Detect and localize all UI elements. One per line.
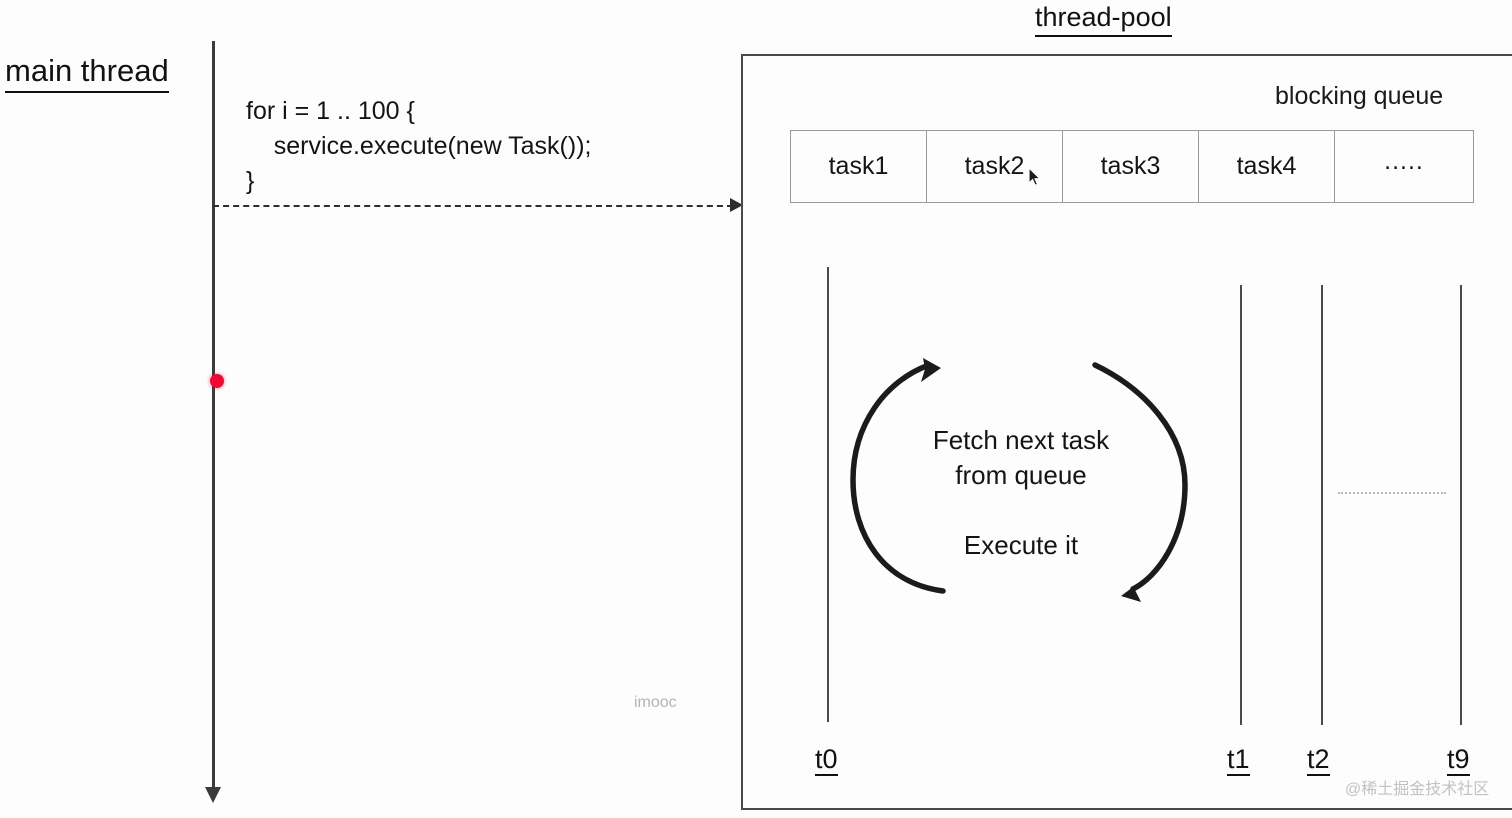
loop-text-execute: Execute it — [963, 530, 1079, 560]
watermark-community: @稀土掘金技术社区 — [1345, 781, 1490, 798]
main-thread-title: main thread — [5, 54, 169, 93]
worker-lifeline-t2 — [1321, 285, 1323, 725]
blocking-queue: task1 task2 task3 task4 ..... — [790, 130, 1474, 203]
main-thread-code: for i = 1 .. 100 { service.execute(new T… — [246, 97, 592, 195]
thread-pool-title: thread-pool — [1035, 2, 1172, 37]
worker-lifeline-t0 — [827, 267, 829, 722]
queue-cell[interactable]: task1 — [791, 131, 927, 202]
blocking-queue-label: blocking queue — [1275, 82, 1444, 110]
worker-lifeline-gap-dots — [1338, 492, 1446, 494]
loop-text-fetch-line1: Fetch next task — [932, 425, 1110, 455]
loop-text-fetch: Fetch next task from queue — [856, 423, 1186, 493]
queue-cell-ellipsis: ..... — [1384, 147, 1424, 175]
queue-cell[interactable]: task2 — [927, 131, 1063, 202]
worker-label-t0: t0 — [815, 745, 838, 777]
submit-task-arrowhead-icon — [730, 198, 743, 212]
worker-lifeline-t9 — [1460, 285, 1462, 725]
worker-loop-arrows-icon — [845, 355, 1200, 605]
queue-cell[interactable]: task4 — [1199, 131, 1335, 202]
main-thread-lifeline — [212, 41, 215, 790]
thread-pool-boundary-box — [741, 54, 1512, 810]
worker-label-t2: t2 — [1307, 745, 1330, 777]
watermark-imooc: imooc — [634, 694, 677, 711]
mouse-cursor-icon — [1028, 166, 1042, 187]
worker-label-t1: t1 — [1227, 745, 1250, 777]
submit-task-dashed-arrow — [213, 205, 733, 207]
queue-cell[interactable]: task3 — [1063, 131, 1199, 202]
execution-marker-dot — [210, 374, 224, 388]
worker-lifeline-t1 — [1240, 285, 1242, 725]
loop-text-fetch-line2: from queue — [955, 460, 1087, 490]
worker-label-t9: t9 — [1447, 745, 1470, 777]
main-thread-arrowhead-icon — [205, 787, 221, 803]
